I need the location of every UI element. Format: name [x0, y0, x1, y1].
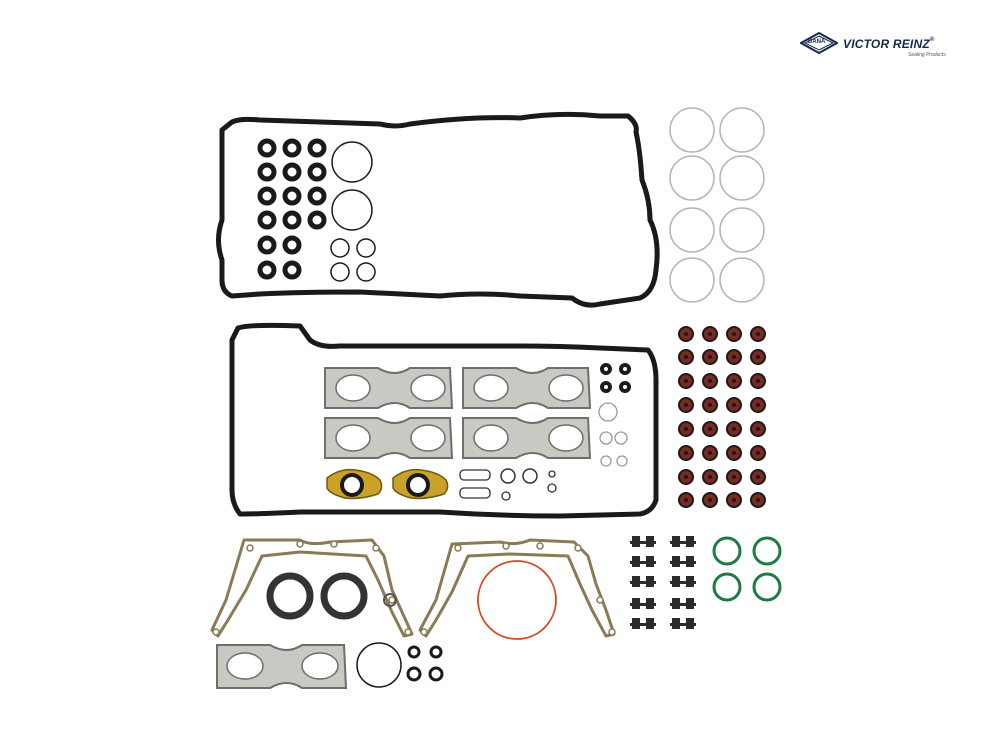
manifold-ports	[226, 374, 584, 680]
valve-cover-gasket-lower	[229, 322, 659, 519]
brand-tagline: Sealing Products	[908, 52, 946, 58]
valve-stem-holes	[684, 332, 760, 502]
shaft-seals	[266, 572, 397, 620]
brand-logo: DANA VICTOR REINZ® Sealing Products	[800, 30, 946, 60]
grommet-grid	[257, 138, 327, 280]
timing-cover-bolt-holes	[212, 540, 616, 636]
orange-o-ring	[477, 560, 557, 640]
brand-name: VICTOR REINZ®	[843, 37, 935, 51]
black-o-rings-lower	[356, 642, 402, 688]
dana-diamond-icon	[800, 32, 838, 54]
small-black-rings-lower	[406, 645, 444, 682]
valve-stem-seals	[678, 326, 766, 508]
gray-o-rings	[669, 107, 765, 303]
bolt-seals	[630, 536, 696, 629]
exhaust-manifold-gaskets	[216, 367, 592, 689]
black-o-rings-upper	[330, 141, 376, 282]
green-o-rings	[712, 536, 782, 602]
small-gaskets-center	[459, 468, 557, 501]
timing-cover-gaskets	[210, 538, 616, 638]
small-seals-mid	[600, 363, 631, 393]
valve-cover-gasket-upper	[216, 111, 660, 308]
gold-turbo-gaskets	[326, 468, 449, 500]
dana-text: DANA	[808, 39, 826, 45]
thin-rings-mid	[598, 402, 628, 467]
